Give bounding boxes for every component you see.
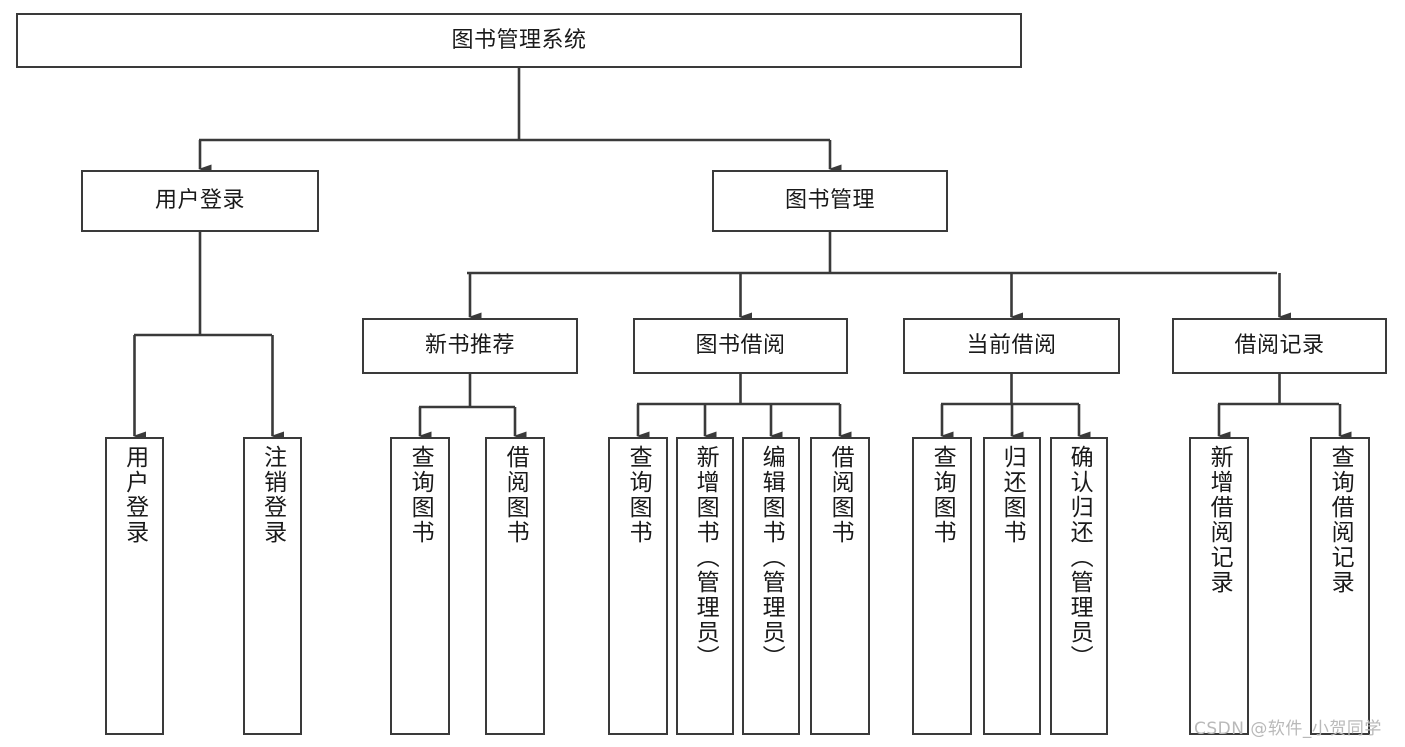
node-label-borrow-record: 借阅记录 xyxy=(1234,333,1325,359)
node-leaf-query-2[interactable]: 查询图书 xyxy=(608,437,668,735)
node-leaf-borrow-2[interactable]: 借阅图书 xyxy=(810,437,870,735)
node-leaf-add-rec[interactable]: 新增借阅记录 xyxy=(1189,437,1249,735)
node-leaf-confirm[interactable]: 确认归还（管理员） xyxy=(1050,437,1108,735)
node-label-leaf-add-book: 新增图书（管理员） xyxy=(692,445,719,670)
node-leaf-return[interactable]: 归还图书 xyxy=(983,437,1041,735)
node-label-leaf-query-1: 查询图书 xyxy=(407,445,434,545)
node-user-login[interactable]: 用户登录 xyxy=(81,170,319,232)
node-label-current-borrow: 当前借阅 xyxy=(966,333,1057,359)
node-leaf-query-3[interactable]: 查询图书 xyxy=(912,437,972,735)
node-leaf-logout[interactable]: 注销登录 xyxy=(243,437,302,735)
node-leaf-query-1[interactable]: 查询图书 xyxy=(390,437,450,735)
node-label-leaf-query-3: 查询图书 xyxy=(929,445,956,545)
node-leaf-query-rec[interactable]: 查询借阅记录 xyxy=(1310,437,1370,735)
node-label-leaf-user-login: 用户登录 xyxy=(121,445,148,545)
node-label-leaf-borrow-1: 借阅图书 xyxy=(502,445,529,545)
edges-group xyxy=(133,68,1352,441)
node-root[interactable]: 图书管理系统 xyxy=(16,13,1022,68)
node-new-book-rec[interactable]: 新书推荐 xyxy=(362,318,578,374)
node-label-root: 图书管理系统 xyxy=(451,27,587,53)
node-borrow-record[interactable]: 借阅记录 xyxy=(1172,318,1387,374)
node-label-leaf-borrow-2: 借阅图书 xyxy=(827,445,854,545)
node-label-leaf-confirm: 确认归还（管理员） xyxy=(1066,445,1093,670)
node-label-book-borrow: 图书借阅 xyxy=(695,333,786,359)
node-label-leaf-add-rec: 新增借阅记录 xyxy=(1206,445,1233,595)
node-label-leaf-query-rec: 查询借阅记录 xyxy=(1327,445,1354,595)
node-book-manage[interactable]: 图书管理 xyxy=(712,170,948,232)
node-book-borrow[interactable]: 图书借阅 xyxy=(633,318,848,374)
node-leaf-add-book[interactable]: 新增图书（管理员） xyxy=(676,437,734,735)
node-current-borrow[interactable]: 当前借阅 xyxy=(903,318,1120,374)
node-leaf-edit-book[interactable]: 编辑图书（管理员） xyxy=(742,437,800,735)
node-label-leaf-logout: 注销登录 xyxy=(259,445,286,545)
node-label-new-book-rec: 新书推荐 xyxy=(424,333,515,359)
node-label-leaf-edit-book: 编辑图书（管理员） xyxy=(758,445,785,670)
node-label-leaf-return: 归还图书 xyxy=(999,445,1026,545)
node-leaf-borrow-1[interactable]: 借阅图书 xyxy=(485,437,545,735)
node-label-leaf-query-2: 查询图书 xyxy=(625,445,652,545)
node-label-book-manage: 图书管理 xyxy=(784,188,875,214)
node-leaf-user-login[interactable]: 用户登录 xyxy=(105,437,164,735)
node-label-user-login: 用户登录 xyxy=(154,188,245,214)
